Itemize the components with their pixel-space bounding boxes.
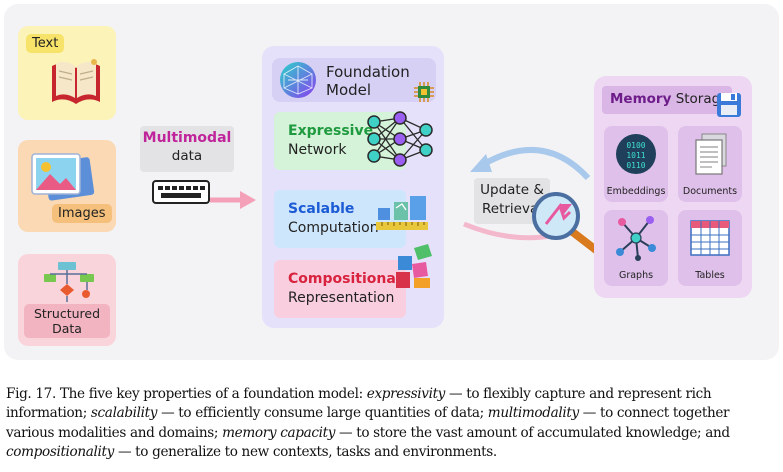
caption-term-scalability: scalability [90, 405, 158, 422]
foundation-model-title: Foundation Model [326, 63, 410, 99]
globe-network-icon [280, 62, 316, 98]
text-label: Text [26, 34, 65, 53]
memory-title-rest: Storage [675, 91, 729, 107]
figure-caption: Fig. 17. The five key properties of a fo… [6, 385, 778, 463]
input-arrow [210, 191, 256, 209]
graphs-tile: Graphs [604, 210, 668, 286]
caption-text-1: — to flexibly capture and represent rich… [6, 386, 712, 422]
embeddings-tile: 0100 1011 0110 Embeddings [604, 126, 668, 202]
caption-lead: Fig. 17. The five key properties of a fo… [6, 386, 367, 402]
chip-icon [414, 82, 434, 102]
multimodal-data-box: Multimodal data [140, 126, 234, 172]
graph-nodes-icon [616, 216, 656, 261]
tables-label: Tables [695, 270, 725, 281]
scalable-title: Scalable [288, 201, 355, 217]
table-grid-icon [690, 220, 730, 256]
tables-tile: Tables [678, 210, 742, 286]
expressive-title: Expressive [288, 123, 374, 139]
svg-text:0100: 0100 [626, 141, 645, 150]
images-input-box: Images [18, 140, 116, 232]
caption-term-expressivity: expressivity [366, 386, 446, 402]
keyboard-icon [152, 180, 210, 204]
caption-term-memory-capacity: memory capacity [222, 424, 336, 441]
photos-icon [31, 153, 95, 201]
puzzle-blocks-icon [396, 244, 432, 288]
caption-term-multimodality: multimodality [487, 405, 579, 422]
documents-tile: Documents [678, 126, 742, 202]
binary-code-icon: 0100 1011 0110 [616, 134, 656, 174]
floppy-disk-icon [717, 93, 741, 117]
embeddings-label: Embeddings [606, 186, 666, 197]
foundation-model-header: Foundation Model [272, 58, 436, 102]
svg-text:0110: 0110 [626, 161, 645, 170]
foundation-model-column: Foundation Model Expressive Network [262, 46, 444, 328]
caption-text-2: — to efficiently consume large quantitie… [157, 405, 488, 422]
scaling-ruler-icon [376, 196, 428, 230]
structured-data-input-box: Structured Data [18, 254, 116, 346]
compositional-subtitle: Representation [288, 290, 395, 306]
flowchart-icon [44, 262, 94, 302]
structured-data-label: Structured Data [24, 304, 110, 338]
caption-text-4: — to store the vast amount of accumulate… [335, 424, 730, 441]
multimodal-subtitle: data [171, 148, 203, 164]
update-retrieval-line1: Update & [480, 182, 544, 198]
memory-title-bold: Memory [610, 91, 672, 107]
update-retrieval-line2: Retrieval [482, 201, 542, 217]
retrieval-arrow-top [470, 146, 591, 181]
caption-text-5: — to generalize to new contexts, tasks a… [114, 444, 497, 461]
images-label: Images [52, 204, 112, 223]
multimodal-title: Multimodal [142, 130, 232, 146]
svg-text:1011: 1011 [626, 151, 645, 160]
compositional-title: Compositional [288, 271, 401, 287]
neural-network-icon [367, 111, 433, 167]
scalable-subtitle: Computation [288, 220, 379, 236]
documents-icon [695, 133, 727, 175]
text-input-box: Text [18, 26, 116, 120]
compositional-representation-card: Compositional Representation [274, 260, 406, 318]
magnifier-icon [532, 192, 600, 254]
open-book-icon [52, 59, 100, 104]
caption-term-compositionality: compositionality [6, 444, 114, 461]
memory-storage-column: Memory Storage 0100 1011 0110 Embeddings… [594, 76, 752, 298]
graphs-label: Graphs [618, 270, 654, 281]
caption-text-3: — to connect together various modalities… [6, 405, 730, 441]
documents-label: Documents [682, 186, 738, 197]
memory-storage-header: Memory Storage [602, 86, 732, 114]
expressive-subtitle: Network [288, 142, 347, 158]
